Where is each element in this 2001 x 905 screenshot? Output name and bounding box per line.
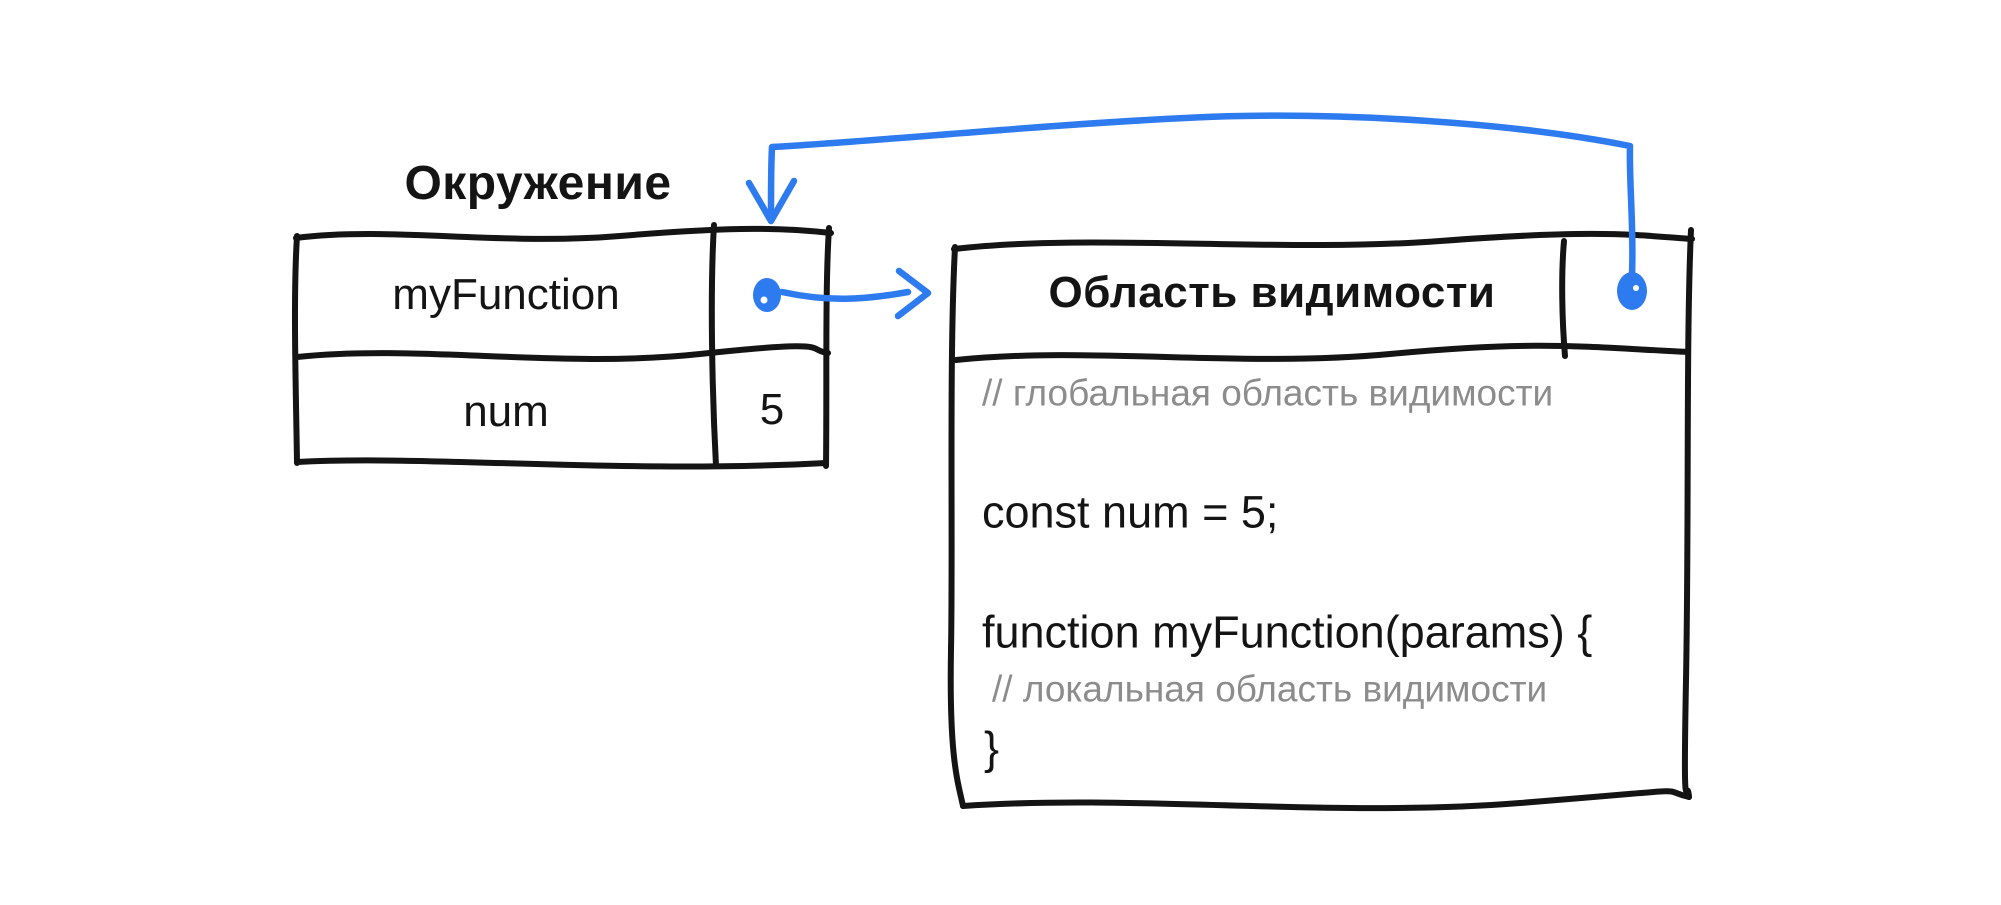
pointer-dot-scope-icon — [1617, 272, 1647, 310]
environment-title: Окружение — [404, 157, 672, 210]
scope-header-divider — [953, 342, 1691, 363]
code-line-local-comment: // локальная область видимости — [992, 668, 1548, 710]
arrow-myfunction-to-scope — [753, 267, 932, 320]
scope-box-border — [947, 227, 1695, 812]
scope-title: Область видимости — [1048, 268, 1496, 317]
environment-row-name-num: num — [463, 387, 549, 436]
arrow-scope-to-environment — [745, 112, 1647, 310]
arrowhead-right-icon — [894, 267, 932, 320]
arrowhead-down-icon — [745, 177, 798, 225]
code-line-closing-brace: } — [984, 722, 1000, 774]
environment-table-border — [291, 222, 834, 470]
environment-row-value-num: 5 — [759, 385, 785, 434]
environment-row-name-myfunction: myFunction — [392, 270, 620, 319]
code-line-global-comment: // глобальная область видимости — [982, 372, 1554, 414]
environment-column-divider — [708, 222, 719, 469]
scope-header-column-divider — [1559, 238, 1568, 359]
code-line-function-declaration: function myFunction(params) { — [982, 606, 1593, 658]
pointer-dot-environment-icon — [753, 278, 781, 312]
environment-row-divider — [294, 343, 831, 362]
code-line-const-num: const num = 5; — [982, 486, 1279, 538]
